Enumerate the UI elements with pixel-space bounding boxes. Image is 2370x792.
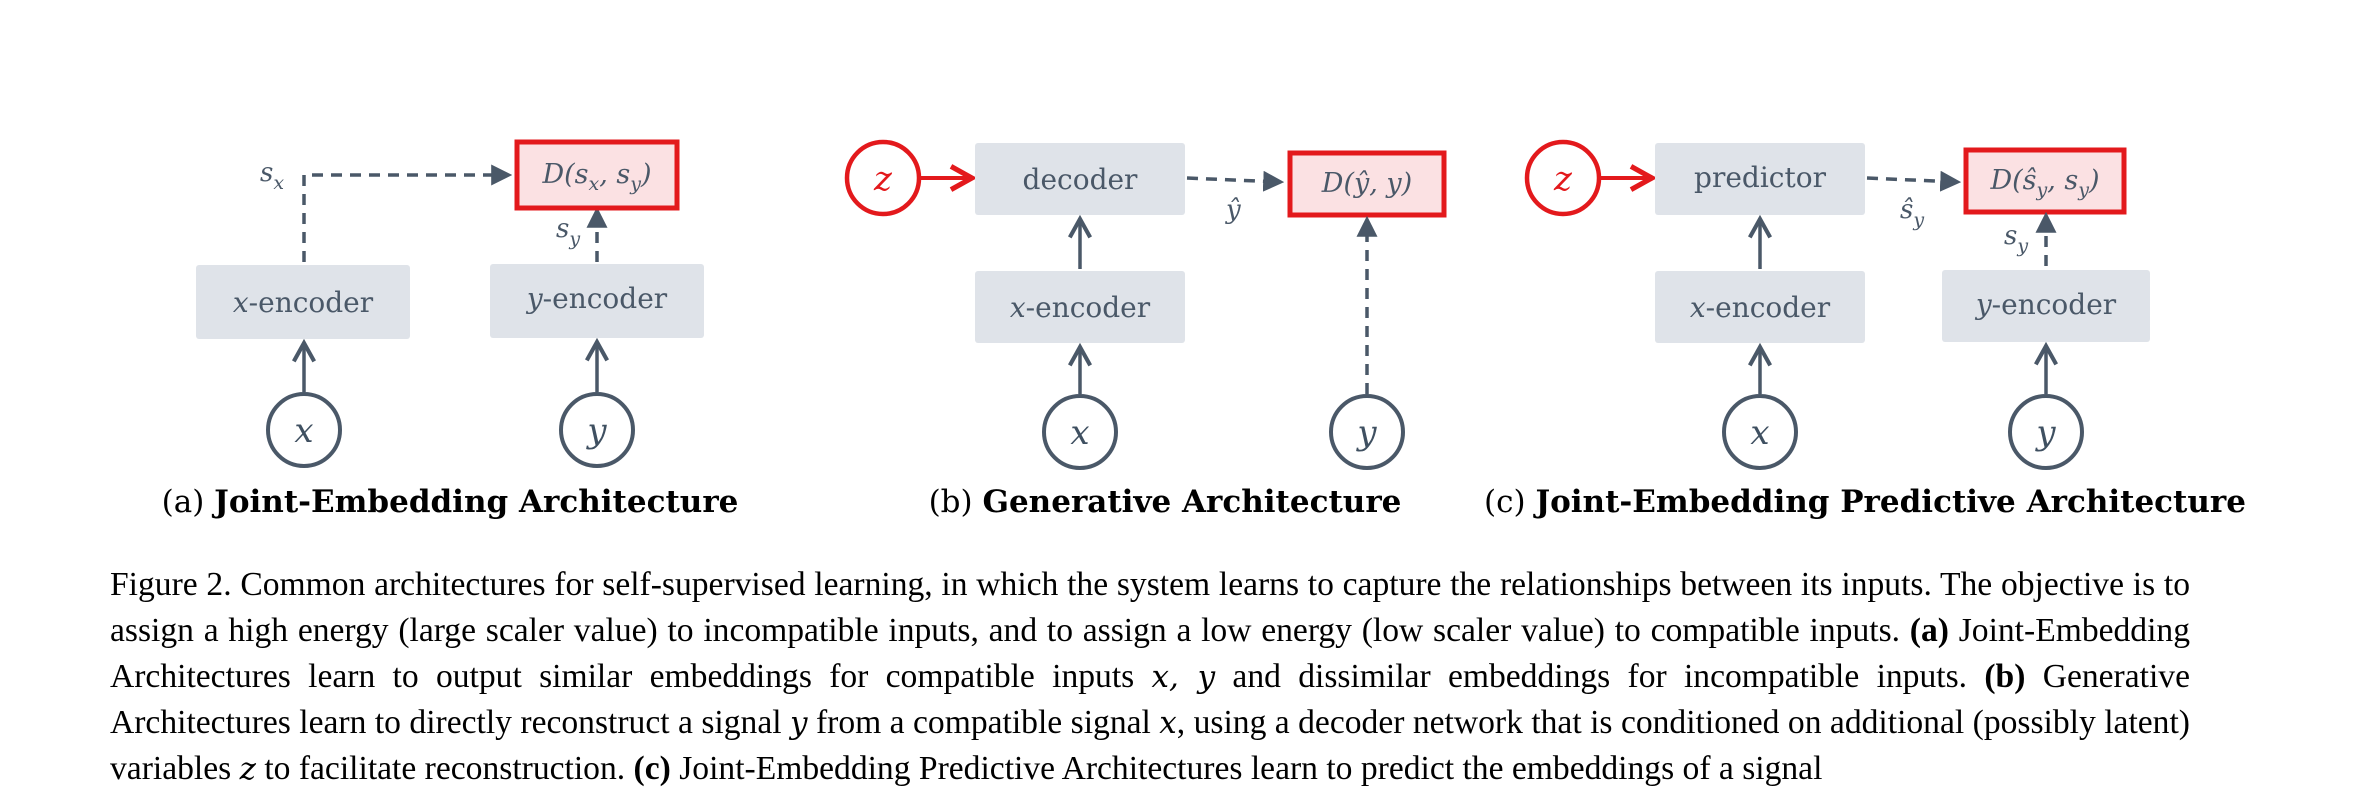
energy-box-b <box>1287 150 1447 218</box>
panel-joint-embedding: x-encoder y-encoder x y sx sy D(sx, sy) … <box>162 139 739 520</box>
predictor-box-c <box>1655 143 1865 215</box>
x-input-node-b <box>1042 394 1118 470</box>
z-latent-node-c <box>1524 139 1602 217</box>
y-encoder-box-a <box>490 264 704 338</box>
sx-label-a: sx <box>260 158 284 194</box>
dashed-sx-path-a <box>302 164 513 262</box>
dashed-shat-arrow-c <box>1866 170 1962 192</box>
sy-label-c: sy <box>2004 221 2028 257</box>
energy-label-b: D(ŷ, y) <box>1321 168 1412 199</box>
y-encoder-label-c: y-encoder <box>1974 288 2117 321</box>
x-encoder-label-c: x-encoder <box>1690 291 1831 324</box>
y-input-label-c: y <box>2034 413 2056 453</box>
y-input-node-c <box>2008 394 2084 470</box>
figure-caption: Figure 2. Common architectures for self-… <box>110 566 2191 787</box>
panel-c-caption: (c) Joint-Embedding Predictive Architect… <box>1484 484 2246 520</box>
x-input-label-b: x <box>1070 413 1089 453</box>
x-encoder-box-a <box>196 265 410 339</box>
figure-label: Figure 2. <box>110 566 232 603</box>
x-input-label-a: x <box>294 411 313 451</box>
x-input-node-c <box>1722 394 1798 470</box>
dashed-yhat-arrow-b <box>1186 170 1285 192</box>
panel-b-caption: (b) Generative Architecture <box>929 484 1402 520</box>
x-encoder-label-a: x-encoder <box>233 286 374 319</box>
predictor-label-c: predictor <box>1694 161 1827 194</box>
y-input-node-b <box>1329 394 1405 470</box>
x-encoder-box-c <box>1655 271 1865 343</box>
sy-label-a: sy <box>556 214 580 250</box>
energy-box-c <box>1963 147 2127 215</box>
panel-a-caption: (a) Joint-Embedding Architecture <box>162 484 739 520</box>
y-input-node-a <box>559 392 635 468</box>
y-input-label-a: y <box>585 411 607 451</box>
architecture-figure: x-encoder y-encoder x y sx sy D(sx, sy) … <box>162 139 2246 520</box>
z-latent-label-b: z <box>873 159 893 199</box>
energy-box-a <box>514 139 680 211</box>
decoder-label-b: decoder <box>1023 163 1139 196</box>
x-input-node-a <box>266 392 342 468</box>
y-encoder-label-a: y-encoder <box>525 282 668 315</box>
z-latent-label-c: z <box>1553 159 1573 199</box>
x-encoder-label-b: x-encoder <box>1010 291 1151 324</box>
y-encoder-box-c <box>1942 270 2150 342</box>
x-input-label-c: x <box>1750 413 1769 453</box>
z-latent-node-b <box>844 139 922 217</box>
decoder-box-b <box>975 143 1185 215</box>
shat-label-c: ŝy <box>1900 195 1924 231</box>
y-input-label-b: y <box>1355 413 1377 453</box>
yhat-label-b: ŷ <box>1225 195 1241 225</box>
x-encoder-box-b <box>975 271 1185 343</box>
panel-jepa: z predictor x-encoder x ŝy D(ŝy, sy) y-e… <box>1484 139 2246 520</box>
panel-generative: z decoder x-encoder x ŷ D(ŷ, y) y (b) Ge… <box>844 139 1447 520</box>
